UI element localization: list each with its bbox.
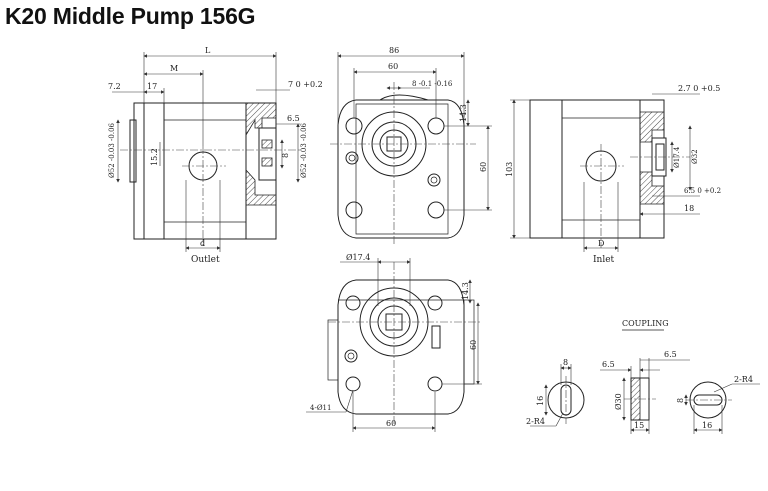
dim-8-top-text: 8 xyxy=(563,358,568,367)
front-port-hole-inner xyxy=(348,154,356,162)
side-cover-plate xyxy=(143,102,165,240)
front-body-outline xyxy=(337,99,465,239)
dim-dia52-right-text: Ø52 -0.03 -0.06 xyxy=(300,122,308,178)
dim-60-side-text: 60 xyxy=(469,340,478,350)
front-port-hole-inner xyxy=(430,176,438,184)
dim-leader xyxy=(555,412,564,427)
dim-8-tol-text: 8 -0.1 -0.16 xyxy=(412,80,453,88)
dim-17-text: 17 xyxy=(147,82,157,91)
dim-d-text: d xyxy=(200,239,205,248)
dim-M-text: M xyxy=(170,64,178,73)
dim-16-right-text: 16 xyxy=(702,421,712,430)
label-outlet: Outlet xyxy=(191,255,220,265)
side-coupling-detail xyxy=(261,139,273,149)
bottom-mount-hole xyxy=(345,376,361,392)
dim-6-5-text: 6.5 xyxy=(287,114,300,123)
front-mount-hole xyxy=(345,201,363,219)
coupling-label: COUPLING xyxy=(622,319,669,328)
front-port-hole xyxy=(345,151,359,165)
bottom-view: Ø17.4 14.3 60 4-Ø11 60 xyxy=(306,253,482,432)
right-section-hatch-bottom xyxy=(639,171,665,205)
page-title: K20 Middle Pump 156G xyxy=(5,3,256,29)
bottom-key-slot xyxy=(431,325,441,349)
dim-15-2-text: 15.2 xyxy=(150,148,159,166)
dim-dia30-text: Ø30 xyxy=(614,393,623,410)
right-front-cover xyxy=(529,99,563,239)
dim-7-text: 7 0 +0.2 xyxy=(288,80,323,89)
bottom-mount-hole xyxy=(427,295,443,311)
right-section-hatch-top xyxy=(639,111,665,143)
bottom-mount-hole xyxy=(345,295,361,311)
bottom-port-hole-inner xyxy=(347,352,355,360)
dim-dia17-4-text: Ø17.4 xyxy=(346,253,370,262)
dim-2-R4-right-text: 2-R4 xyxy=(734,375,753,384)
dim-103-text: 103 xyxy=(505,162,514,177)
bottom-body-outline xyxy=(337,279,465,415)
dim-60-top-text: 60 xyxy=(388,62,398,71)
front-body-face xyxy=(355,103,449,235)
dim-dia32-text: Ø32 xyxy=(691,149,699,164)
front-mount-hole xyxy=(427,201,445,219)
dim-14-3-text: 14.3 xyxy=(461,282,470,300)
right-view: 103 2.7 0 +0.5 Ø17.4 Ø32 6.5 0 +0.2 18 D… xyxy=(505,84,721,265)
dim-dia17-4-text: Ø17.4 xyxy=(673,146,681,168)
dim-86-text: 86 xyxy=(389,46,399,55)
dim-4-dia11-text: 4-Ø11 xyxy=(310,404,331,412)
side-view: L M 7.2 17 7 0 +0.2 6.5 8 Ø52 -0.03 -0.0… xyxy=(108,46,323,265)
front-mount-hole xyxy=(345,117,363,135)
dim-8-right-text: 8 xyxy=(676,398,685,403)
front-view: 86 60 8 -0.1 -0.16 14.3 60 xyxy=(330,46,492,246)
coupling-detail: COUPLING 8 16 2-R4 6.5 6.5 Ø30 15 xyxy=(526,319,760,434)
dim-L-text: L xyxy=(205,46,211,55)
dim-8-text: 8 xyxy=(281,153,290,158)
dim-7-2-text: 7.2 xyxy=(108,82,121,91)
front-port-hole xyxy=(427,173,441,187)
dim-60-side-text: 60 xyxy=(479,162,488,172)
dim-16-left-text: 16 xyxy=(536,396,545,406)
label-inlet: Inlet xyxy=(593,255,615,265)
dim-6-5-text: 6.5 0 +0.2 xyxy=(684,187,721,195)
dim-6-5-b-text: 6.5 xyxy=(664,350,677,359)
front-mount-hole xyxy=(427,117,445,135)
side-pump-body xyxy=(163,102,247,240)
front-top-arc xyxy=(379,94,429,101)
dim-dia52-left-text: Ø52 -0.03 -0.06 xyxy=(108,122,116,178)
dim-6-5-a-text: 6.5 xyxy=(602,360,615,369)
bottom-side-boss xyxy=(327,319,339,381)
bottom-port-hole xyxy=(344,349,358,363)
dim-60-bottom-text: 60 xyxy=(386,419,396,428)
dim-leader xyxy=(345,389,354,413)
side-pilot-boss xyxy=(129,119,137,183)
bottom-mount-hole xyxy=(427,376,443,392)
side-coupling-detail xyxy=(261,157,273,167)
side-coupling-bore xyxy=(258,127,277,181)
dim-18-text: 18 xyxy=(684,204,694,213)
side-section-hatch-bottom xyxy=(245,168,277,206)
dim-2-R4-left-text: 2-R4 xyxy=(526,417,545,426)
dim-15-text: 15 xyxy=(634,421,644,430)
dim-14-3-text: 14.3 xyxy=(459,104,468,122)
dim-leader xyxy=(713,383,733,393)
dim-2-7-text: 2.7 0 +0.5 xyxy=(678,84,720,93)
dim-D-text: D xyxy=(598,239,604,248)
